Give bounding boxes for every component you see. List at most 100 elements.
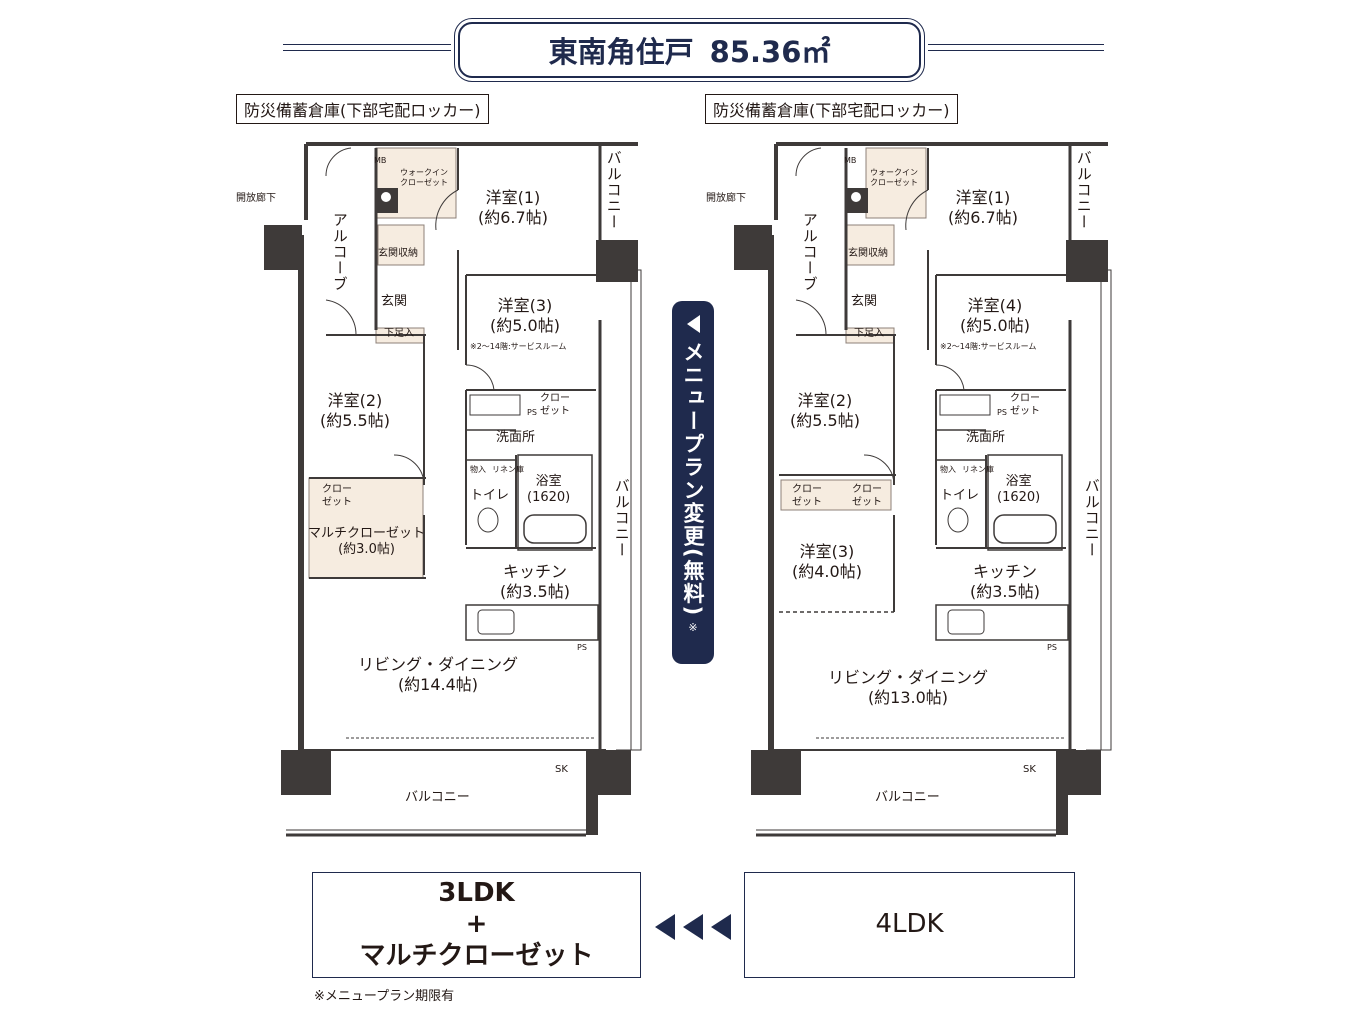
bath-right-name: 浴室 [1005,474,1032,489]
bath-right: 浴室(1620) [997,474,1040,507]
plan-label-4ldk-text: 4LDK [875,909,944,940]
washroom-right: 洗面所 [966,430,1006,445]
ps-left-1: PS [527,408,537,417]
mb-label-right: MB [844,156,857,165]
entrance-storage-left: 玄関収納 [378,248,418,259]
room2-right-size: (約5.5帖) [790,411,860,430]
storage-small-right: 物入 [940,465,956,474]
bath-left-size: (1620) [527,490,571,506]
kitchen-right-size: (約3.5帖) [970,582,1040,601]
entrance-right: 玄関 [851,294,878,309]
walkin-closet-left: ウォークイン クローゼット [400,168,448,187]
closet-upper-left: クロー ゼット [540,393,570,417]
bath-left-name: 浴室 [535,474,562,489]
header-rule-left-2 [283,50,451,51]
storage-callout-left: 防災備蓄倉庫(下部宅配ロッカー) [236,94,489,124]
menu-plan-change-banner: メニュープラン変更(無料) ※ [672,301,714,664]
linen-left: リネン庫 [492,465,524,474]
kitchen-left-name: キッチン [502,562,567,581]
shoe-storage-right: 下足入 [854,328,884,339]
room4-right-name: 洋室(4) [967,296,1023,315]
page-title: 東南角住戸 85.36㎡ [454,18,925,82]
ldk-right-size: (約13.0帖) [867,688,949,707]
entrance-storage-right: 玄関収納 [848,248,888,259]
ps-right-1: PS [997,408,1007,417]
room3-right: 洋室(3)(約4.0帖) [792,542,862,582]
shoe-storage-left: 下足入 [384,328,414,339]
ldk-right: リビング・ダイニング(約13.0帖) [828,668,988,708]
arrow-left-icon [686,315,700,333]
balcony-side-right: バルコニー [1082,478,1101,558]
room1-left: 洋室(1)(約6.7帖) [478,188,548,228]
open-corridor-label-left: 開放廊下 [236,193,276,204]
plan-label-3ldk: 3LDK + マルチクローゼット [312,872,641,978]
balcony-top-right: バルコニー [1074,150,1093,230]
room1-right-name: 洋室(1) [955,188,1011,207]
alcove-label-left: アルコーブ [330,212,349,292]
header-rule-left-1 [283,44,451,45]
service-note-left: ※2〜14階:サービスルーム [470,342,567,351]
menu-plan-change-note: ※ [688,621,698,635]
title-area: 85.36㎡ [709,35,831,69]
balcony-side-left: バルコニー [612,478,631,558]
header-rule-right-1 [928,44,1104,45]
balcony-bottom-left: バルコニー [405,790,470,805]
balcony-top-left: バルコニー [604,150,623,230]
closet-lower-right-b: クロー ゼット [852,484,882,508]
kitchen-left-size: (約3.5帖) [500,582,570,601]
service-note-right: ※2〜14階:サービスルーム [940,342,1037,351]
plan-label-3ldk-line1: 3LDK [438,878,515,909]
kitchen-right: キッチン(約3.5帖) [970,562,1040,602]
plan-label-3ldk-line2: + [465,909,488,940]
room3-right-size: (約4.0帖) [792,562,862,581]
alcove-label-right: アルコーブ [800,212,819,292]
kitchen-right-name: キッチン [972,562,1037,581]
mb-label-left: MB [374,156,387,165]
multi-closet-left-name: マルチクローゼット [308,526,426,541]
sk-right: SK [1023,764,1036,775]
washroom-left: 洗面所 [496,430,536,445]
ps-left-2: PS [577,643,587,652]
room3-right-name: 洋室(3) [799,542,855,561]
bath-left: 浴室(1620) [527,474,570,507]
toilet-left: トイレ [470,488,510,503]
room1-right: 洋室(1)(約6.7帖) [948,188,1018,228]
toilet-right: トイレ [940,488,980,503]
plan-label-3ldk-line3: マルチクローゼット [359,940,594,971]
ldk-left-name: リビング・ダイニング [358,655,519,674]
multi-closet-left: マルチクローゼット(約3.0帖) [308,526,425,559]
linen-right: リネン庫 [962,465,994,474]
closet-upper-right: クロー ゼット [1010,393,1040,417]
open-corridor-label-right: 開放廊下 [706,193,746,204]
room4-right: 洋室(4)(約5.0帖) [960,296,1030,336]
storage-small-left: 物入 [470,465,486,474]
header-rule-right-2 [928,50,1104,51]
closet-lower-left: クロー ゼット [322,484,352,508]
room2-right: 洋室(2)(約5.5帖) [790,391,860,431]
room4-right-size: (約5.0帖) [960,316,1030,335]
closet-lower-right-a: クロー ゼット [792,484,822,508]
room3-left-name: 洋室(3) [497,296,553,315]
floorplan-left-drawing [264,142,642,837]
kitchen-left: キッチン(約3.5帖) [500,562,570,602]
menu-plan-change-text: メニュープラン変更(無料) [681,341,705,618]
walkin-closet-right: ウォークイン クローゼット [870,168,918,187]
arrow-left-icon-1 [655,914,675,940]
arrow-left-icon-2 [683,914,703,940]
floorplan-right-drawing [734,142,1112,837]
plan-label-4ldk: 4LDK [744,872,1075,978]
room1-left-name: 洋室(1) [485,188,541,207]
title-unit-type: 東南角住戸 [548,35,694,69]
room2-right-name: 洋室(2) [797,391,853,410]
storage-callout-right: 防災備蓄倉庫(下部宅配ロッカー) [705,94,958,124]
entrance-left: 玄関 [381,294,408,309]
ldk-left-size: (約14.4帖) [397,675,479,694]
bath-right-size: (1620) [997,490,1041,506]
room3-left-size: (約5.0帖) [490,316,560,335]
footnote: ※メニュープラン期限有 [314,989,455,1004]
room2-left-size: (約5.5帖) [320,411,390,430]
balcony-bottom-right: バルコニー [875,790,940,805]
room2-left: 洋室(2)(約5.5帖) [320,391,390,431]
ldk-left: リビング・ダイニング(約14.4帖) [358,655,518,695]
room1-right-size: (約6.7帖) [948,208,1018,227]
